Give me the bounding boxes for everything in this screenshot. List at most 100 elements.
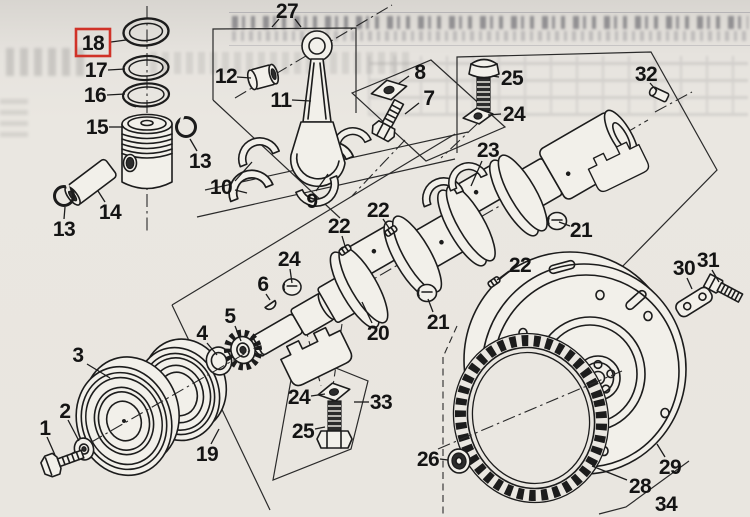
callout-label: 28 bbox=[629, 475, 652, 498]
callout-label: 16 bbox=[84, 84, 106, 107]
callout-label: 3 bbox=[72, 344, 83, 367]
leader-line bbox=[46, 436, 56, 456]
leader-line bbox=[210, 428, 220, 445]
callout-21: 21 bbox=[427, 298, 450, 334]
leader-line bbox=[487, 113, 502, 116]
bolt bbox=[371, 98, 405, 143]
callout-14: 14 bbox=[97, 190, 122, 224]
callout-label: 7 bbox=[423, 87, 434, 110]
callout-label: 9 bbox=[306, 190, 317, 213]
slotted-plug bbox=[416, 283, 438, 303]
callout-label: 25 bbox=[501, 67, 524, 90]
leader-line bbox=[558, 221, 571, 227]
leader-line bbox=[86, 363, 111, 379]
callout-label: 17 bbox=[85, 59, 107, 82]
leader-line bbox=[107, 68, 126, 71]
callout-25: 25 bbox=[292, 420, 326, 443]
leader-line bbox=[110, 39, 127, 43]
callout-24: 24 bbox=[288, 386, 326, 409]
leader-line bbox=[291, 99, 312, 102]
callout-18: 18 bbox=[74, 27, 127, 58]
lock-plate bbox=[462, 107, 494, 125]
callout-17: 17 bbox=[85, 59, 126, 82]
callout-label: 22 bbox=[367, 199, 389, 222]
lock-plate bbox=[370, 79, 408, 101]
piston-ring bbox=[121, 82, 171, 108]
callout-label: 10 bbox=[210, 176, 232, 199]
callout-label: 20 bbox=[367, 322, 389, 345]
leader-line bbox=[341, 235, 346, 247]
callout-label: 24 bbox=[278, 248, 301, 271]
leader-line bbox=[294, 18, 302, 28]
bolt bbox=[40, 449, 85, 478]
callout-32: 32 bbox=[635, 63, 658, 92]
callout-label: 11 bbox=[270, 89, 292, 112]
dowel-pin bbox=[648, 86, 670, 103]
leader-line bbox=[234, 189, 248, 194]
leader-line bbox=[265, 293, 271, 301]
callout-19: 19 bbox=[196, 428, 220, 466]
leader-line bbox=[234, 161, 253, 182]
callout-20: 20 bbox=[361, 301, 390, 345]
circlip bbox=[175, 114, 197, 138]
callout-label: 34 bbox=[655, 493, 678, 516]
plug-bushing bbox=[447, 448, 471, 474]
callout-label: 31 bbox=[697, 249, 720, 272]
spring-pin bbox=[338, 244, 352, 256]
callout-label: 8 bbox=[414, 61, 426, 84]
leader-line bbox=[591, 465, 628, 481]
leader-line bbox=[206, 342, 218, 356]
lock-plate bbox=[317, 382, 351, 402]
callout-label: 32 bbox=[635, 63, 657, 86]
callout-24: 24 bbox=[487, 103, 526, 126]
callout-label: 24 bbox=[503, 103, 526, 126]
callout-22: 22 bbox=[367, 199, 390, 229]
spring-pin bbox=[384, 225, 398, 237]
leader-line bbox=[289, 268, 293, 284]
leader-line bbox=[106, 93, 126, 96]
callout-label: 6 bbox=[257, 273, 268, 296]
crankshaft bbox=[250, 109, 640, 357]
slotted-plug bbox=[546, 211, 568, 231]
ring-gear bbox=[452, 332, 610, 504]
leader-line bbox=[496, 270, 510, 281]
leader-line bbox=[63, 206, 66, 220]
group-boundary-lines bbox=[146, 4, 718, 515]
bearing-shell bbox=[228, 169, 274, 203]
callout-10: 10 bbox=[210, 161, 253, 199]
callout-21: 21 bbox=[558, 219, 593, 242]
callout-label: 15 bbox=[86, 116, 109, 139]
callout-22: 22 bbox=[328, 215, 351, 247]
callout-24: 24 bbox=[278, 248, 301, 284]
callout-9: 9 bbox=[306, 173, 329, 213]
main-bearing-cap bbox=[587, 141, 650, 193]
callout-label: 21 bbox=[570, 219, 593, 242]
callout-label: 4 bbox=[196, 322, 208, 345]
leader-line bbox=[404, 102, 420, 115]
bolt bbox=[702, 273, 744, 303]
callout-2: 2 bbox=[59, 400, 80, 442]
callout-27: 27 bbox=[271, 0, 302, 28]
leader-line bbox=[67, 419, 80, 442]
callout-label: 1 bbox=[39, 417, 51, 440]
callout-1: 1 bbox=[39, 417, 56, 456]
bolt bbox=[468, 58, 500, 112]
callout-label: 25 bbox=[292, 420, 315, 443]
callout-label: 33 bbox=[370, 391, 392, 414]
callout-31: 31 bbox=[697, 249, 720, 283]
callout-label: 2 bbox=[59, 400, 70, 423]
leader-line bbox=[711, 269, 720, 283]
callout-30: 30 bbox=[673, 257, 696, 290]
callout-33: 33 bbox=[354, 391, 393, 414]
leader-line bbox=[314, 426, 326, 430]
rod-bearing-cap bbox=[295, 175, 340, 207]
callout-29: 29 bbox=[656, 443, 682, 479]
callout-34: 34 bbox=[655, 493, 679, 516]
callout-label: 26 bbox=[417, 448, 439, 471]
callout-label: 21 bbox=[427, 311, 450, 334]
pulley-axis-line bbox=[49, 345, 259, 467]
leader-line bbox=[234, 325, 242, 342]
callout-8: 8 bbox=[397, 61, 427, 85]
